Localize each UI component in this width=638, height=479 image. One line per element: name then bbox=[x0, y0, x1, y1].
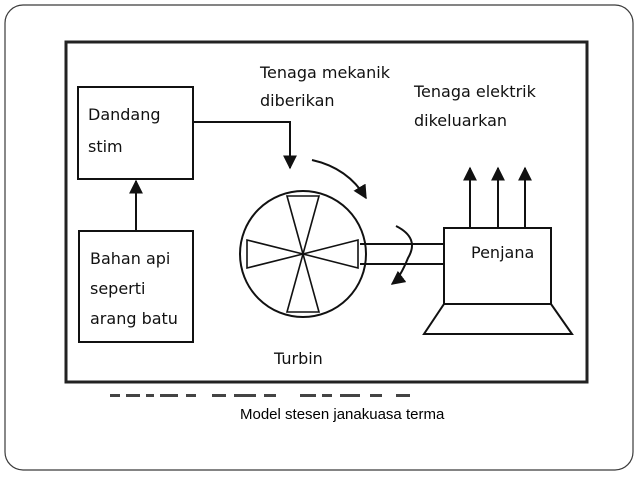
turbine-blade-right bbox=[302, 238, 359, 270]
fuel-label-line-1: Bahan api bbox=[90, 249, 170, 268]
caption: Model stesen janakuasa terma bbox=[240, 406, 445, 423]
electrical-energy-label-line-1: Tenaga elektrik bbox=[413, 82, 537, 101]
electrical-energy-label-line-2: dikeluarkan bbox=[414, 111, 507, 130]
generator-box bbox=[443, 227, 552, 305]
fuel-label-line-2: seperti bbox=[90, 279, 145, 298]
boiler-box: Dandang stim bbox=[77, 86, 194, 180]
cropped-text-remnant bbox=[110, 394, 410, 397]
turbine-rotation-arrow bbox=[311, 159, 367, 200]
generator-label: Penjana bbox=[471, 243, 534, 262]
fuel-box: Bahan api seperti arang batu bbox=[78, 230, 194, 343]
boiler-label-line-1: Dandang bbox=[88, 105, 161, 124]
generator-base bbox=[422, 303, 574, 335]
fuel-label-line-3: arang batu bbox=[90, 309, 178, 328]
turbine bbox=[239, 190, 367, 318]
turbine-blade-left bbox=[246, 238, 304, 270]
mechanical-energy-label-line-1: Tenaga mekanik bbox=[259, 63, 391, 82]
shaft-rotation-arrow bbox=[390, 225, 413, 285]
mechanical-energy-label-line-2: diberikan bbox=[260, 91, 335, 110]
turbine-label: Turbin bbox=[273, 349, 323, 368]
turbine-blade-top bbox=[285, 195, 321, 258]
generator: Penjana bbox=[422, 227, 574, 335]
steam-to-turbine-arrow bbox=[193, 121, 297, 170]
boiler-label-line-2: stim bbox=[88, 137, 123, 156]
turbine-blade-bottom bbox=[285, 250, 321, 313]
